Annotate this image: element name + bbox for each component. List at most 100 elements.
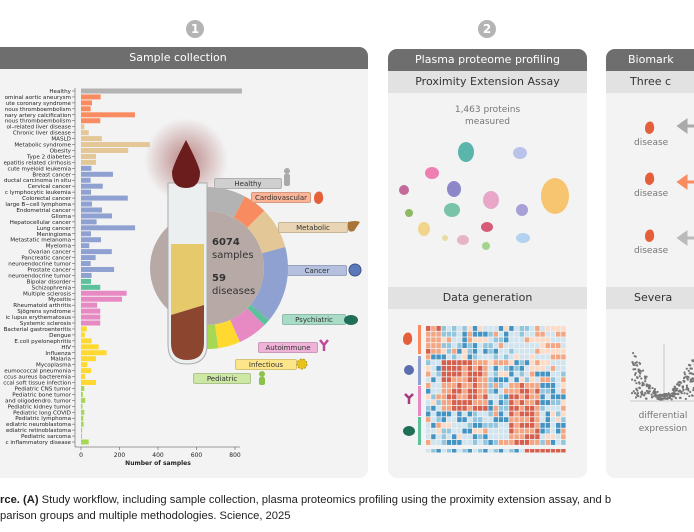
heatmap-cell [556, 360, 561, 366]
heatmap-cell [441, 354, 446, 360]
heatmap-cell [441, 449, 446, 453]
bar [81, 284, 101, 290]
proteins-measured-text: 1,463 proteins measured [388, 104, 587, 128]
heatmap-cell [519, 422, 524, 428]
heatmap-cell [436, 348, 441, 354]
heatmap-cell [452, 326, 457, 331]
heatmap-cell [488, 331, 493, 337]
heatmap-cell [483, 428, 488, 434]
category-label: Breast cancer [32, 172, 71, 178]
heatmap-cell [550, 388, 556, 394]
heatmap-cell [452, 400, 457, 405]
volcano-point [673, 395, 676, 398]
volcano-point [682, 377, 686, 380]
heatmap-cell [426, 360, 431, 366]
heatmap-cell [504, 449, 509, 453]
category-label: nary artery calcification [4, 113, 71, 119]
protein-icon [399, 142, 569, 250]
heatmap-cell [540, 400, 545, 405]
heatmap-cell [530, 371, 535, 377]
heatmap-cell [462, 377, 467, 383]
heatmap-cell [504, 422, 509, 428]
heatmap-cell [467, 326, 472, 331]
bar [81, 231, 92, 237]
category-label: Obesity [50, 148, 72, 154]
heatmap-cell [472, 337, 478, 343]
volcano-point [635, 364, 639, 367]
volcano-point [681, 385, 685, 388]
heatmap-cell [431, 417, 436, 423]
heatmap-cell [493, 417, 498, 423]
category-label: Rheumatoid arthritis [13, 303, 71, 309]
bar [81, 237, 102, 243]
category-label: Lung cancer [37, 226, 72, 232]
category-label: Chronic liver disease [13, 131, 72, 137]
heatmap-cell [478, 337, 483, 343]
bar [81, 314, 101, 320]
heatmap-cell [488, 440, 493, 445]
category-label: Prostate cancer [27, 267, 71, 273]
heatmap-cell [509, 326, 514, 331]
volcano-point [674, 397, 678, 400]
heatmap-cell [561, 365, 566, 371]
category-label: Endometrial cancer [16, 208, 71, 214]
antibody-icon [404, 393, 414, 404]
bar [81, 391, 83, 397]
bar [81, 213, 112, 219]
heatmap-cell [504, 348, 509, 354]
heatmap-cell [550, 449, 556, 453]
heatmap-cell [436, 326, 441, 331]
heatmap-cell [467, 337, 472, 343]
heatmap-cell [478, 354, 483, 360]
bar [81, 272, 92, 278]
heatmap-cell [483, 394, 488, 400]
heatmap-cell [498, 354, 504, 360]
heatmap-cell [545, 337, 550, 343]
heatmap-cell [467, 331, 472, 337]
heatmap-cell [509, 434, 514, 440]
heatmap-cell [550, 360, 556, 366]
bar [81, 278, 92, 284]
volcano-point [644, 392, 647, 395]
heatmap-cell [478, 422, 483, 428]
heatmap-cell [524, 411, 530, 417]
bar [81, 261, 91, 267]
heatmap-cell [426, 326, 431, 331]
heatmap-cell [540, 377, 545, 383]
heatmap-cell [431, 383, 436, 388]
category-label: E.coli pyelonephritis [14, 339, 71, 345]
heatmap-cell [540, 394, 545, 400]
heatmap-cell [519, 417, 524, 423]
bar [81, 142, 150, 148]
heatmap-cell [426, 377, 431, 383]
category-label: c lymphocytic leukemia [5, 190, 71, 196]
volcano-point [636, 394, 639, 398]
heatmap-cell [436, 371, 441, 377]
heatmap-cell [446, 411, 452, 417]
heatmap-cell [530, 354, 535, 360]
heatmap-cell [540, 348, 545, 354]
heatmap-cell [514, 331, 519, 337]
heatmap-cell [483, 405, 488, 411]
heatmap-cell [556, 326, 561, 331]
heatmap-cell [535, 400, 540, 405]
heatmap-cell [452, 354, 457, 360]
heatmap-cell [498, 449, 504, 453]
heatmap-cell [436, 417, 441, 423]
volcano-point [657, 395, 660, 399]
volcano-point [664, 397, 667, 400]
heatmap-cell [457, 428, 462, 434]
heatmap-cell [441, 371, 446, 377]
heatmap-cell [452, 360, 457, 366]
heatmap-cell [467, 365, 472, 371]
heatmap-cell [498, 326, 504, 331]
bar [81, 219, 97, 225]
heatmap-cell [478, 343, 483, 348]
bar [81, 350, 107, 356]
category-label: ute coronary syndrome [6, 101, 72, 107]
heatmap-cell [556, 348, 561, 354]
heatmap-cell [556, 428, 561, 434]
category-label: neuroendocrine tumor [8, 273, 71, 279]
heatmap-cell [467, 360, 472, 366]
caption-text: Study workflow, including sample collect… [38, 494, 612, 506]
